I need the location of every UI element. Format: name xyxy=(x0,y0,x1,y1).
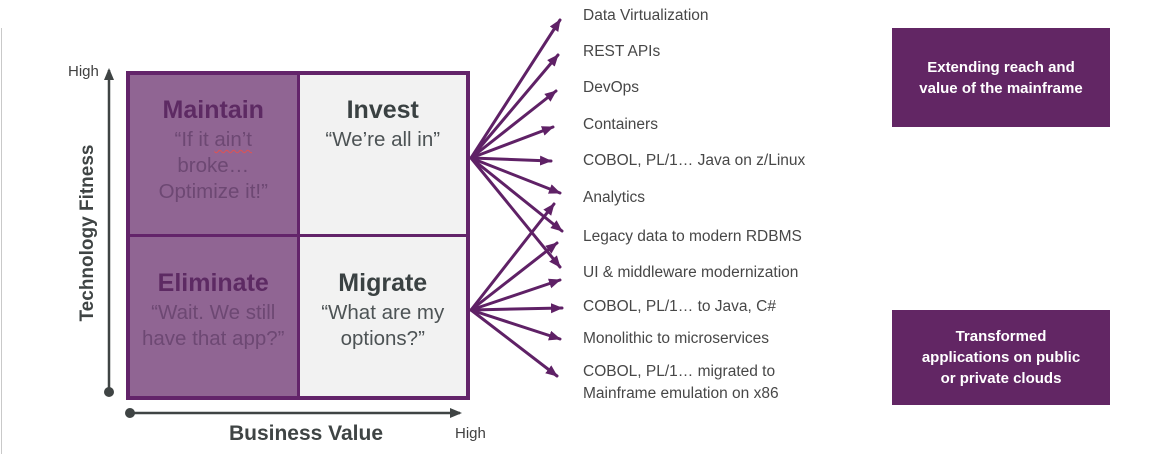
quadrant-eliminate-quote: “Wait. We still have that app?” xyxy=(142,300,284,352)
callout-transformed-clouds: Transformed applications on public or pr… xyxy=(892,310,1110,405)
callout-extending-mainframe: Extending reach and value of the mainfra… xyxy=(892,28,1110,127)
maintain-quote-misspelled-word: ain’t xyxy=(214,128,252,151)
fan-item-data-virtualization: Data Virtualization xyxy=(583,7,709,24)
x-axis-label: Business Value xyxy=(228,422,384,445)
fan-item-monolithic-microservices: Monolithic to microservices xyxy=(583,330,770,347)
quadrant-migrate-title: Migrate xyxy=(338,269,428,297)
migrate-quote-line-1: “What are my xyxy=(321,301,445,324)
quadrant-eliminate-title: Eliminate xyxy=(157,269,269,297)
y-axis-origin-dot xyxy=(104,387,114,397)
quadrant-invest-title: Invest xyxy=(346,96,419,124)
quadrant-maintain-title: Maintain xyxy=(162,96,264,124)
quadrant-matrix: Maintain “If it ain’t broke… Optimize it… xyxy=(126,71,470,400)
maintain-quote-line-2: broke… xyxy=(177,154,250,177)
fan-item-legacy-rdbms: Legacy data to modern RDBMS xyxy=(583,228,802,245)
slide-edge-divider xyxy=(1,28,2,454)
maintain-quote-line-3: Optimize it!” xyxy=(158,180,268,203)
quadrant-invest: Invest “We’re all in” xyxy=(299,75,466,234)
fan-item-devops: DevOps xyxy=(583,79,639,96)
quadrant-migrate: Migrate “What are my options?” xyxy=(299,237,466,396)
quadrant-maintain-quote: “If it ain’t broke… Optimize it!” xyxy=(159,127,268,205)
invest-arrow-fan xyxy=(469,18,564,269)
eliminate-quote-line-1: “Wait. We still xyxy=(151,301,276,324)
quadrant-invest-quote: “We’re all in” xyxy=(325,127,440,153)
fan-item-containers: Containers xyxy=(583,116,658,133)
maintain-quote-line-1-prefix: “If it xyxy=(174,128,215,151)
fan-item-analytics: Analytics xyxy=(583,189,646,206)
fan-item-rest-apis: REST APIs xyxy=(583,43,661,60)
maintain-quote-line-1: “If it ain’t xyxy=(159,127,268,153)
migrate-quote-line-2: options?” xyxy=(340,327,425,350)
y-axis-label: Technology Fitness xyxy=(77,144,98,322)
x-axis-high-label: High xyxy=(455,425,486,442)
fan-item-cobol-zlinux: COBOL, PL/1… Java on z/Linux xyxy=(583,152,806,169)
y-axis-high-label: High xyxy=(68,63,99,80)
fan-item-cobol-x86-emulation: COBOL, PL/1… migrated to Mainframe emula… xyxy=(583,363,779,402)
x-axis-origin-dot xyxy=(125,408,135,418)
quadrant-migrate-quote: “What are my options?” xyxy=(321,300,444,352)
fan-item-ui-middleware: UI & middleware modernization xyxy=(583,264,799,281)
invest-quote-line-1: “We’re all in” xyxy=(325,128,441,151)
fan-item-cobol-java-csharp: COBOL, PL/1… to Java, C# xyxy=(583,298,776,315)
quadrant-maintain: Maintain “If it ain’t broke… Optimize it… xyxy=(130,75,297,234)
migrate-arrow-fan xyxy=(469,202,564,378)
quadrant-eliminate: Eliminate “Wait. We still have that app?… xyxy=(130,237,297,396)
eliminate-quote-line-2: have that app?” xyxy=(142,327,285,350)
